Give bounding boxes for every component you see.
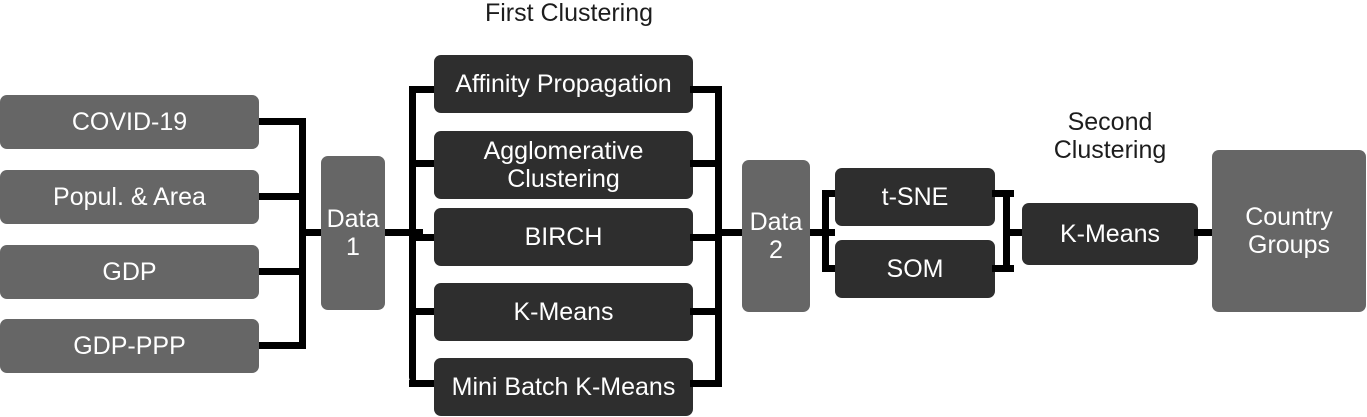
data2-label: Data 2 — [749, 208, 803, 264]
connector-second-kmeans-to-country-groups — [1194, 229, 1218, 236]
input-box-gdp-ppp[interactable]: GDP-PPP — [0, 319, 259, 373]
algorithm-box-kmeans[interactable]: K-Means — [434, 283, 693, 341]
reduction-label: SOM — [886, 255, 944, 283]
reduction-box-tsne[interactable]: t-SNE — [835, 168, 995, 226]
connector-mini-batch-kmeans-to-bracket — [690, 380, 722, 387]
connector-agglomerative-clustering-to-bracket — [690, 160, 722, 167]
output-label: Country Groups — [1245, 203, 1333, 259]
algorithm-label: BIRCH — [524, 223, 603, 251]
connector-reduction-left-spine — [822, 190, 829, 272]
input-label: Popul. & Area — [53, 183, 206, 211]
second-clustering-title: Second Clustering — [1053, 108, 1167, 164]
connector-bracket-to-agglomerative-clustering — [409, 160, 441, 167]
connector-bracket-to-second-kmeans — [1003, 229, 1027, 236]
input-label: COVID-19 — [71, 108, 188, 136]
connector-bracket-to-birch — [409, 234, 441, 241]
data1-label: Data 1 — [326, 205, 380, 261]
output-box-country-groups[interactable]: Country Groups — [1212, 150, 1366, 312]
algorithm-label: Mini Batch K-Means — [451, 373, 676, 401]
first-clustering-title: First Clustering — [484, 0, 654, 27]
connector-kmeans-to-bracket — [690, 308, 722, 315]
second-clustering-label: K-Means — [1059, 220, 1161, 248]
connector-population-to-bracket — [259, 193, 306, 200]
connector-bracket-to-affinity-propagation — [409, 86, 441, 93]
connector-bracket-to-data2 — [715, 229, 750, 236]
input-label: GDP — [102, 258, 157, 286]
algorithm-label: Agglomerative Clustering — [483, 137, 644, 193]
algorithm-label: Affinity Propagation — [455, 70, 672, 98]
input-box-covid-19[interactable]: COVID-19 — [0, 95, 259, 149]
algorithm-label: K-Means — [513, 298, 614, 326]
second-clustering-box-kmeans[interactable]: K-Means — [1022, 203, 1198, 265]
connector-bracket-to-data1 — [299, 229, 329, 236]
algorithm-box-affinity-propagation[interactable]: Affinity Propagation — [434, 55, 693, 113]
connector-bracket-to-som — [822, 265, 846, 272]
algorithm-box-mini-batch-kmeans[interactable]: Mini Batch K-Means — [434, 358, 693, 416]
reduction-label: t-SNE — [881, 183, 949, 211]
connector-bracket-to-kmeans — [409, 308, 441, 315]
connector-data1-to-bracket — [385, 229, 423, 236]
connector-birch-to-bracket — [690, 234, 722, 241]
reduction-box-som[interactable]: SOM — [835, 240, 995, 298]
algorithm-box-agglomerative-clustering[interactable]: Agglomerative Clustering — [434, 131, 693, 199]
input-box-population-area[interactable]: Popul. & Area — [0, 170, 259, 224]
data1-box[interactable]: Data 1 — [321, 156, 385, 310]
algorithm-box-birch[interactable]: BIRCH — [434, 208, 693, 266]
connector-gdp-to-bracket — [259, 268, 306, 275]
connector-affinity-propagation-to-bracket — [690, 86, 722, 93]
connector-bracket-to-tsne — [822, 190, 846, 197]
input-box-gdp[interactable]: GDP — [0, 245, 259, 299]
connector-first-clustering-right-spine — [715, 86, 722, 387]
input-label: GDP-PPP — [73, 332, 186, 360]
connector-covid-to-bracket — [259, 118, 306, 125]
data2-box[interactable]: Data 2 — [742, 160, 810, 312]
connector-bracket-to-mini-batch-kmeans — [409, 380, 441, 387]
connector-gdp-ppp-to-bracket — [259, 342, 306, 349]
